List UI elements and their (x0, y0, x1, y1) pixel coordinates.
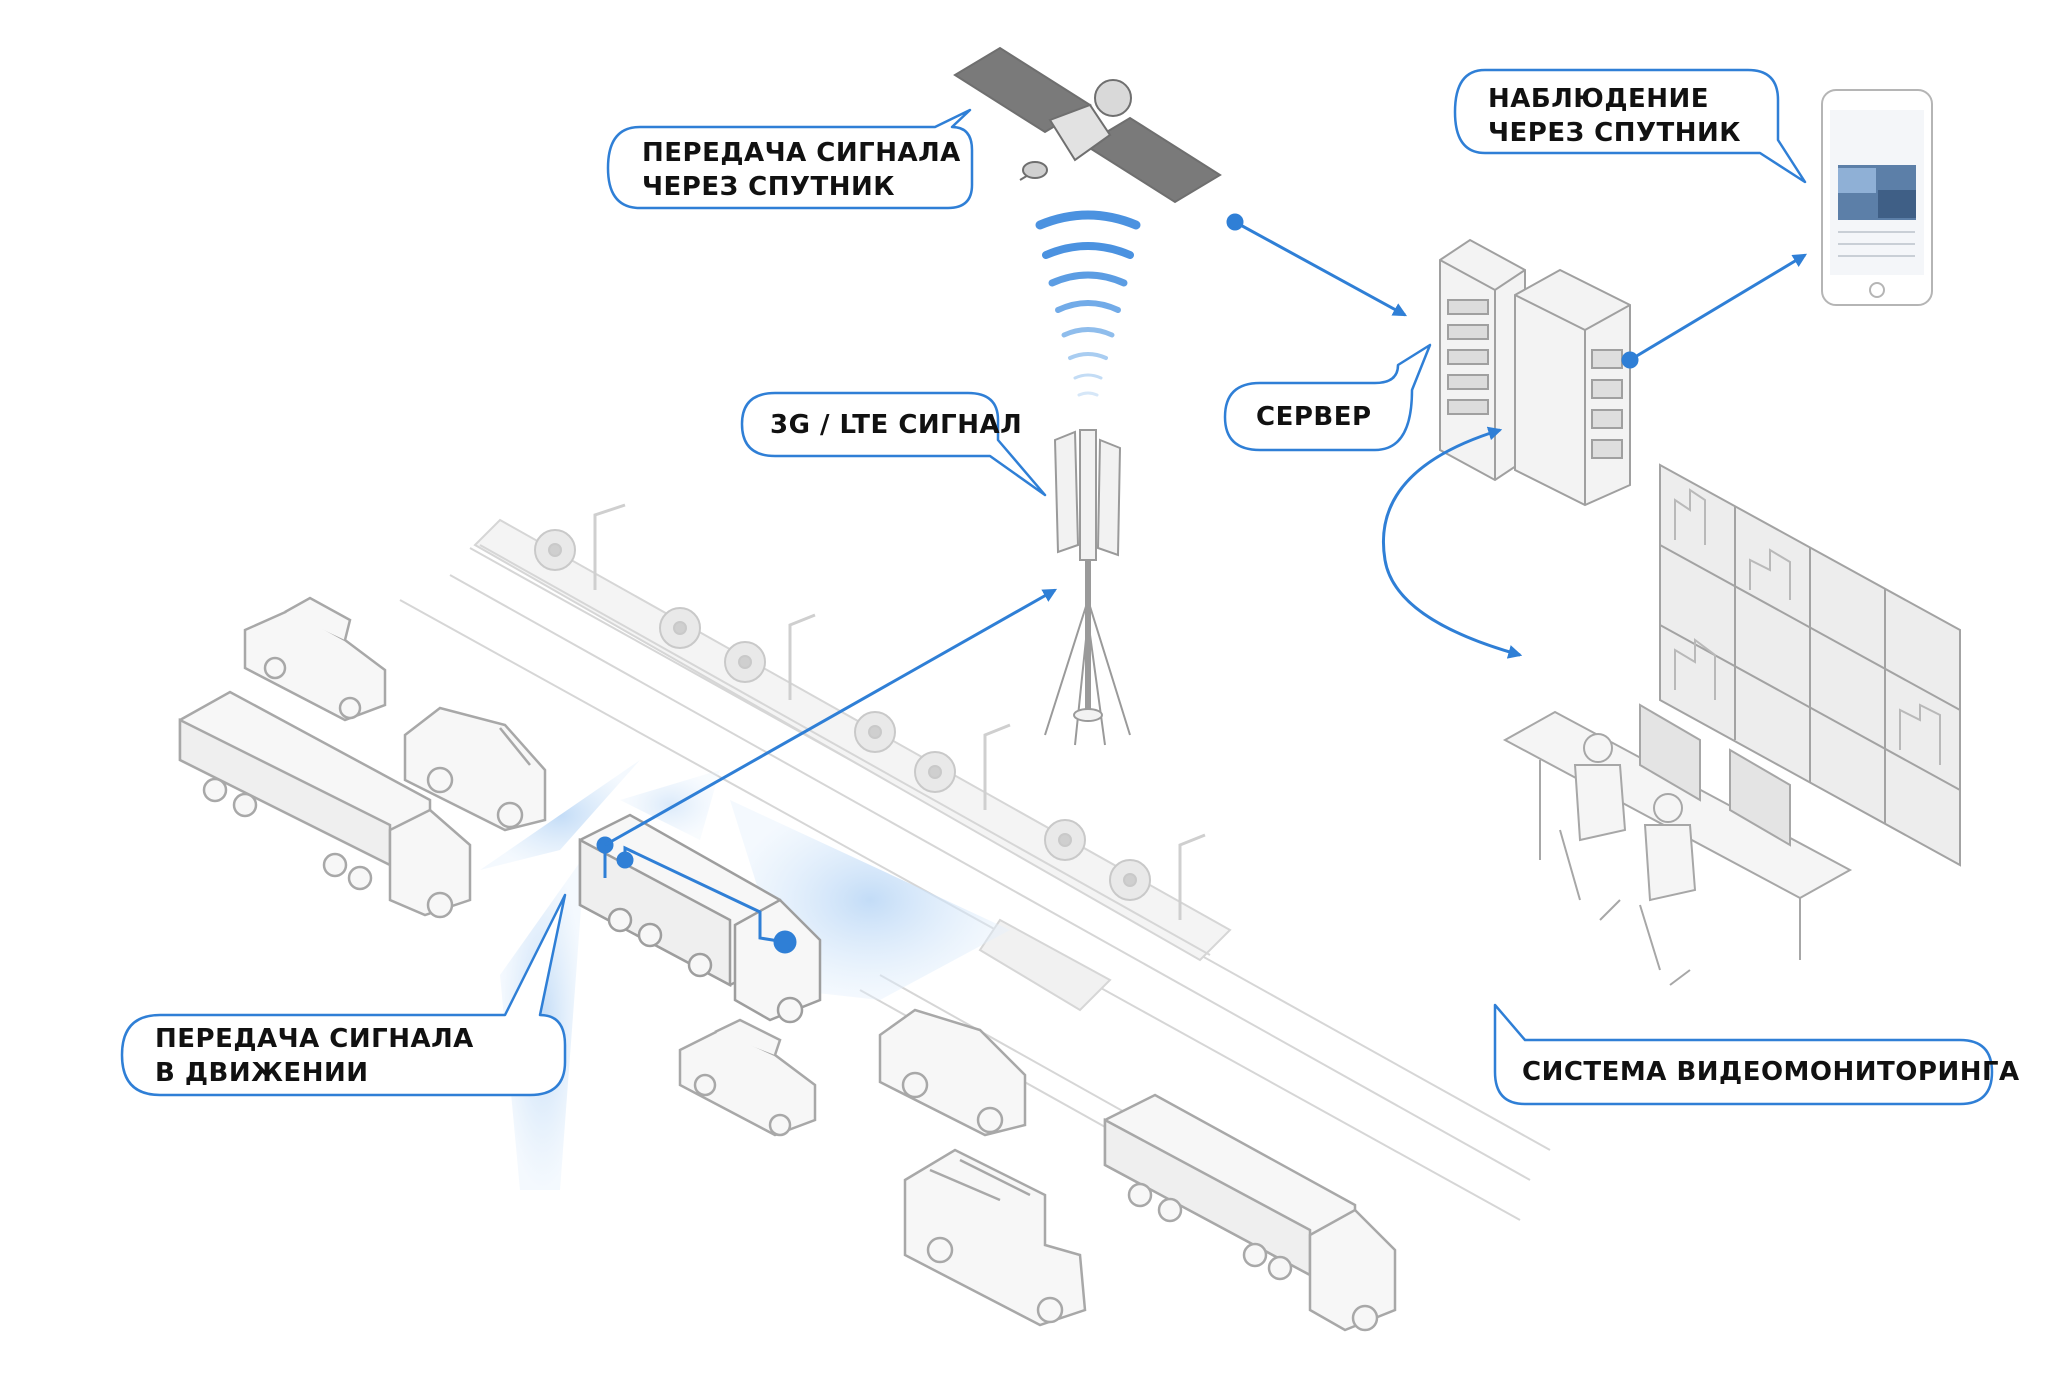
label-line: 3G / LTE СИГНАЛ (770, 410, 1023, 440)
connections (604, 213, 1808, 847)
label-server: СЕРВЕР (1256, 400, 1372, 434)
callout-server (1223, 343, 1432, 452)
label-lte: 3G / LTE СИГНАЛ (770, 408, 1022, 442)
street-cameras (534, 529, 1151, 901)
truck-to-tower-arrow (604, 588, 1058, 847)
signal-waves (1035, 210, 1141, 397)
label-line: ЧЕРЕЗ СПУТНИК (642, 172, 896, 202)
callout-sat-obs (1453, 68, 1807, 184)
truck-icon (178, 690, 472, 919)
label-sat-tx: ПЕРЕДАЧА СИГНАЛА ЧЕРЕЗ СПУТНИК (642, 136, 961, 204)
server-to-phone-arrow (1629, 253, 1808, 362)
street-camera-icon (724, 641, 766, 683)
label-line: СЕРВЕР (1256, 402, 1372, 432)
satellite-to-server-arrow (1234, 220, 1408, 317)
server-monitoring-arrow (1382, 426, 1523, 659)
truck-icon (1103, 1093, 1397, 1332)
camera-node (616, 851, 634, 869)
street-lamp-icon (983, 723, 1011, 810)
label-line: ПЕРЕДАЧА СИГНАЛА (642, 138, 961, 168)
van-icon (403, 706, 547, 832)
label-motion: ПЕРЕДАЧА СИГНАЛА В ДВИЖЕНИИ (155, 1022, 474, 1090)
callout-monitor (1493, 1003, 1994, 1106)
street-camera-icon (1109, 859, 1151, 901)
server-rack-icon (1439, 238, 1631, 507)
label-line: ЧЕРЕЗ СПУТНИК (1488, 118, 1742, 148)
camera-node (773, 930, 797, 954)
video-wall-icon (1659, 463, 1961, 867)
callout-lte (740, 391, 1047, 497)
label-line: ПЕРЕДАЧА СИГНАЛА (155, 1024, 474, 1054)
street-camera-icon (914, 751, 956, 793)
street-camera-icon (1044, 819, 1086, 861)
label-line: В ДВИЖЕНИИ (155, 1058, 369, 1088)
label-line: СИСТЕМА ВИДЕОМОНИТОРИНГА (1522, 1057, 2020, 1087)
label-monitor: СИСТЕМА ВИДЕОМОНИТОРИНГА (1522, 1055, 2020, 1089)
callouts (120, 68, 1994, 1106)
street-lamp-icon (593, 503, 626, 590)
label-sat-obs: НАБЛЮДЕНИЕ ЧЕРЕЗ СПУТНИК (1488, 82, 1741, 150)
smartphone-icon (1821, 89, 1933, 306)
street-lamp-icon (788, 613, 816, 700)
street-lamps (593, 503, 1206, 920)
car-icon (678, 1018, 817, 1137)
street-camera-icon (854, 711, 896, 753)
callout-sat-tx (606, 108, 974, 210)
street-camera-icon (534, 529, 576, 571)
label-line: НАБЛЮДЕНИЕ (1488, 84, 1710, 114)
vehicles (178, 596, 1397, 1332)
cell-tower-icon (1044, 429, 1131, 746)
operators-desk-icon (1502, 703, 1853, 986)
street-camera-icon (659, 607, 701, 649)
van-icon (878, 1008, 1027, 1137)
garbage-truck-icon (903, 1148, 1087, 1327)
satellite-icon (953, 46, 1222, 204)
callout-motion (120, 893, 567, 1097)
car-icon (243, 596, 387, 722)
street-lamp-icon (1178, 833, 1206, 920)
